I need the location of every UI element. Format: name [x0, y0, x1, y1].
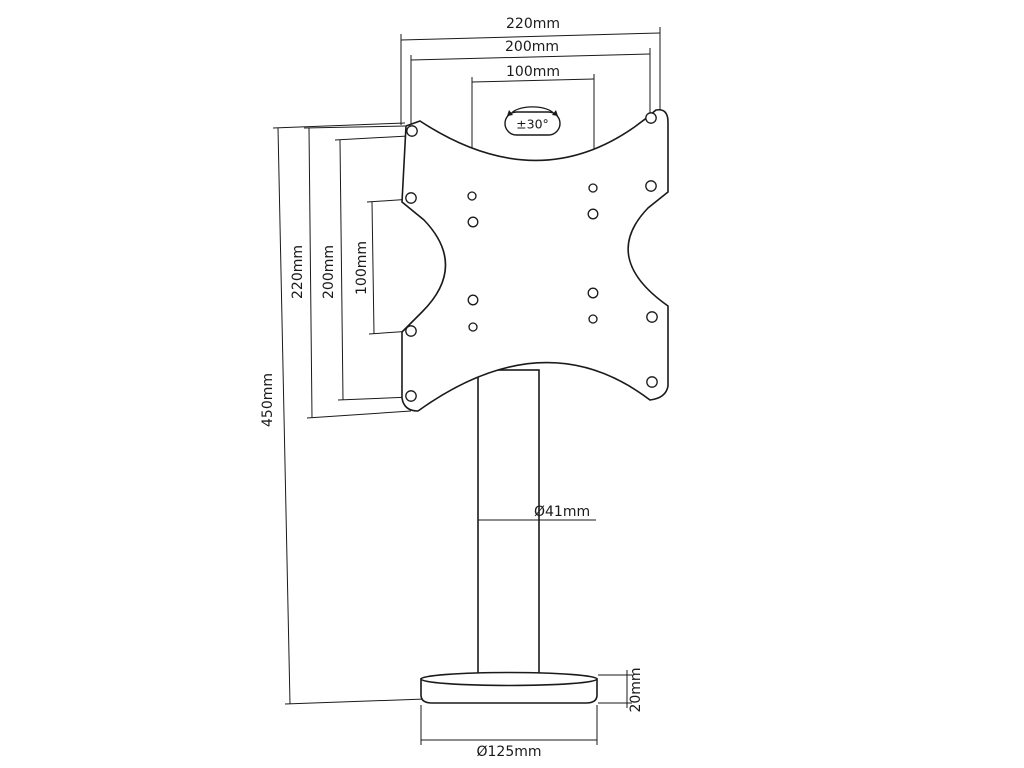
label-rotation: ±30° [516, 117, 549, 132]
label-220mm-top: 220mm [506, 16, 560, 32]
label-200mm-top: 200mm [505, 39, 559, 55]
rotation-pill [504, 111, 561, 136]
base-top [420, 671, 598, 687]
rotation-arc-icon [510, 106, 555, 115]
hole-outer-top-left [406, 125, 418, 137]
top-dimension-220: 220mm [400, 16, 661, 125]
hole-inner-3 [467, 216, 479, 228]
hole-inner-4 [587, 208, 599, 220]
hole-outer-mid-bottom-left [405, 325, 417, 337]
hole-inner-5 [467, 294, 479, 306]
side-dimension-200: 200mm [321, 135, 412, 401]
plate-outline [401, 108, 669, 412]
hole-outer-mid-top-left [405, 192, 417, 204]
hole-inner-6 [587, 287, 599, 299]
base-diameter-dimension: Ø125mm [420, 705, 598, 760]
side-dimension-220: 220mm [290, 125, 412, 419]
rotation-indicator: ±30° [504, 106, 561, 136]
pole-body [477, 369, 540, 681]
top-dimension-200: 200mm [410, 39, 651, 127]
hole-outer-top-right [645, 112, 657, 124]
hole-inner-8 [588, 314, 598, 324]
base [420, 671, 598, 704]
hole-outer-mid-top-right [645, 180, 657, 192]
side-dimension-450: 450mm [260, 122, 426, 705]
label-base-diameter: Ø125mm [476, 744, 541, 760]
side-dimension-100: 100mm [354, 198, 413, 335]
hole-outer-bottom-left [405, 390, 417, 402]
hole-inner-2 [588, 183, 598, 193]
vesa-plate: ±30° [401, 106, 669, 412]
hole-outer-bottom-right [646, 376, 658, 388]
pole-diameter-dimension: Ø41mm [478, 504, 596, 521]
hole-inner-7 [468, 322, 478, 332]
rotation-arrow-right-icon [552, 110, 558, 116]
label-450mm: 450mm [260, 373, 276, 427]
label-100mm-side: 100mm [354, 241, 370, 295]
label-pole-diameter: Ø41mm [534, 504, 590, 520]
base-height-dimension: 20mm [598, 667, 644, 713]
hole-outer-mid-bottom-right [646, 311, 658, 323]
label-100mm-top: 100mm [506, 64, 560, 80]
label-220mm-side: 220mm [290, 245, 306, 299]
label-base-height: 20mm [628, 667, 644, 712]
rotation-arrow-left-icon [507, 110, 513, 116]
label-200mm-side: 200mm [321, 245, 337, 299]
pole [477, 369, 540, 681]
hole-inner-1 [467, 191, 477, 201]
